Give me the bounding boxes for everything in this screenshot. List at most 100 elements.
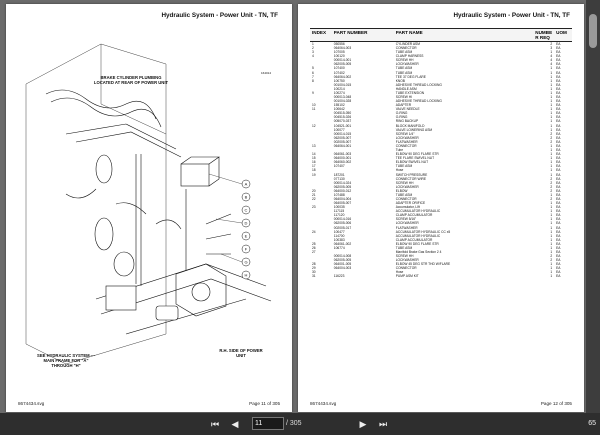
- next-page-icon[interactable]: ▶: [359, 419, 367, 429]
- row-index: 3: [312, 50, 314, 55]
- row-part-name: SCREW HH: [395, 254, 414, 259]
- document-viewer[interactable]: Hydraulic System - Power Unit - TN, TF: [0, 0, 586, 413]
- row-qty: 1: [550, 221, 553, 226]
- row-uom: EA: [556, 82, 561, 87]
- row-qty: 1: [550, 164, 553, 169]
- row-index: 28: [312, 262, 316, 267]
- row-qty: 1: [550, 160, 553, 165]
- row-uom: EA: [556, 196, 561, 201]
- row-part-number: 000014-001: [333, 58, 352, 63]
- row-uom: EA: [556, 164, 561, 169]
- zoom-level[interactable]: 65: [588, 420, 596, 427]
- row-part-name: ADHESIVE THREAD LOCKING: [395, 82, 442, 87]
- row-part-number: 005070-037: [333, 119, 352, 124]
- row-part-name: O-RING: [395, 111, 408, 116]
- row-part-name: ADAPTER ORIFICE: [395, 201, 426, 206]
- row-part-number: 064064-003: [333, 46, 352, 51]
- row-part-number: 062005-005: [333, 62, 352, 67]
- last-page-icon[interactable]: ⏭: [378, 419, 388, 429]
- row-qty: 1: [550, 82, 553, 87]
- row-qty: 1: [550, 172, 553, 177]
- row-index: 23: [312, 205, 316, 210]
- row-index: 26: [312, 245, 316, 250]
- row-qty: 1: [550, 237, 553, 242]
- row-qty: 1: [550, 245, 553, 250]
- row-index: 19: [312, 172, 316, 177]
- row-index: 16: [312, 160, 316, 165]
- callout-d: D: [245, 221, 248, 226]
- row-part-name: TUBE ASM: [395, 50, 413, 55]
- row-part-name: RING BACKUP: [395, 119, 419, 124]
- row-part-name: VALVE NEEDLE: [395, 107, 420, 112]
- row-uom: EA: [556, 62, 561, 67]
- row-part-name: Tube: [395, 148, 404, 153]
- prev-page-icon[interactable]: ◀: [231, 419, 239, 429]
- row-part-number: 107402: [333, 70, 345, 75]
- row-index: 14: [312, 152, 316, 157]
- row-qty: 1: [550, 225, 553, 230]
- vertical-scrollbar[interactable]: [586, 0, 600, 413]
- row-part-name: TEE FLARE SWIVEL NUT: [395, 156, 435, 161]
- row-part-name: SCREW HH: [395, 180, 414, 185]
- row-uom: EA: [556, 213, 561, 218]
- row-part-number: 050556: [333, 42, 345, 46]
- page-number-input[interactable]: [252, 417, 284, 430]
- row-qty: 1: [550, 217, 553, 222]
- row-part-name: TUBE ASM: [395, 164, 413, 169]
- row-part-name: ACCUMULATOR HYDRAULIC: [395, 233, 441, 238]
- row-uom: EA: [556, 205, 561, 210]
- row-uom: EA: [556, 254, 561, 259]
- row-part-name: LOCKWASHER: [395, 184, 419, 189]
- row-part-number: 107400: [333, 66, 345, 71]
- row-part-number: 100274: [333, 90, 345, 95]
- row-part-number: 100035: [333, 205, 345, 210]
- scrollbar-thumb[interactable]: [589, 14, 597, 48]
- row-part-name: ADHESIVE THREAD LOCKING: [395, 99, 442, 104]
- row-part-name: LOCKWASHER: [395, 135, 419, 140]
- row-part-number: 064064-002: [333, 74, 352, 79]
- row-part-name: CONNECTOR: [395, 143, 417, 148]
- row-qty: 2: [550, 196, 553, 201]
- row-index: 6: [312, 70, 314, 75]
- col-part-number: PART NUMBER: [331, 28, 394, 42]
- row-index: 17: [312, 164, 316, 169]
- row-part-name: Manifold Brake Gas Section 2 4: [395, 249, 442, 254]
- row-uom: EA: [556, 270, 561, 275]
- row-uom: EA: [556, 66, 561, 71]
- row-qty: 1: [550, 205, 553, 210]
- first-page-icon[interactable]: ⏮: [210, 419, 220, 429]
- row-uom: EA: [556, 168, 561, 173]
- callout-h: H: [245, 273, 248, 278]
- row-qty: 1: [550, 201, 553, 206]
- row-qty: 1: [550, 90, 553, 95]
- row-qty: 1: [550, 249, 553, 254]
- row-part-name: SCREW 1/4": [395, 131, 415, 136]
- row-part-number: 100477: [333, 229, 345, 234]
- row-qty: 1: [550, 66, 553, 71]
- row-part-number: 064000-012: [333, 188, 352, 193]
- row-uom: EA: [556, 143, 561, 148]
- row-uom: EA: [556, 274, 561, 279]
- row-part-number: 114700: [333, 233, 345, 238]
- row-part-number: 117120: [333, 213, 345, 218]
- row-part-name: SCREW HH: [395, 58, 414, 63]
- row-part-name: ADAPTER: [395, 103, 412, 108]
- row-qty: 1: [550, 152, 553, 157]
- label-brake-cylinder: BRAKE CYLINDER PLUMBING LOCATED AT REAR …: [93, 75, 169, 85]
- row-index: 24: [312, 229, 316, 234]
- row-part-number: 064064-001: [333, 143, 352, 148]
